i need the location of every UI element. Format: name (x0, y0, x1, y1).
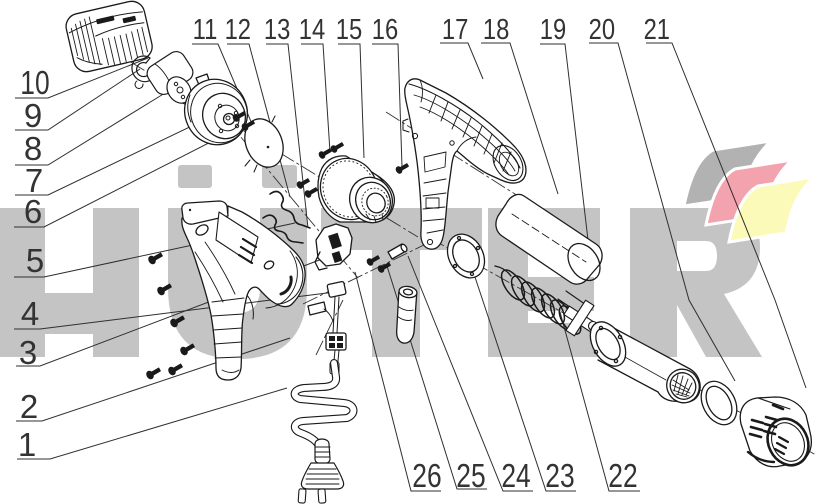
svg-text:10: 10 (20, 65, 49, 101)
svg-text:21: 21 (644, 13, 670, 46)
svg-text:12: 12 (225, 13, 251, 46)
svg-text:20: 20 (589, 13, 615, 46)
svg-text:23: 23 (545, 458, 574, 494)
svg-text:6: 6 (24, 193, 42, 230)
svg-text:7: 7 (25, 162, 43, 199)
svg-text:11: 11 (193, 13, 218, 46)
svg-text:3: 3 (19, 334, 37, 371)
svg-text:4: 4 (21, 295, 39, 332)
svg-text:15: 15 (336, 13, 362, 46)
svg-text:22: 22 (608, 458, 637, 494)
svg-text:25: 25 (456, 458, 485, 494)
svg-text:16: 16 (372, 13, 398, 46)
svg-text:24: 24 (501, 458, 530, 494)
svg-text:18: 18 (483, 13, 509, 46)
svg-text:19: 19 (540, 13, 566, 46)
svg-text:2: 2 (20, 388, 38, 425)
svg-text:8: 8 (24, 130, 42, 167)
svg-text:14: 14 (299, 13, 325, 46)
svg-text:1: 1 (18, 426, 36, 463)
svg-text:17: 17 (442, 13, 468, 46)
svg-text:13: 13 (264, 13, 290, 46)
svg-text:9: 9 (24, 97, 42, 134)
svg-text:26: 26 (412, 458, 441, 494)
svg-text:5: 5 (26, 242, 44, 279)
